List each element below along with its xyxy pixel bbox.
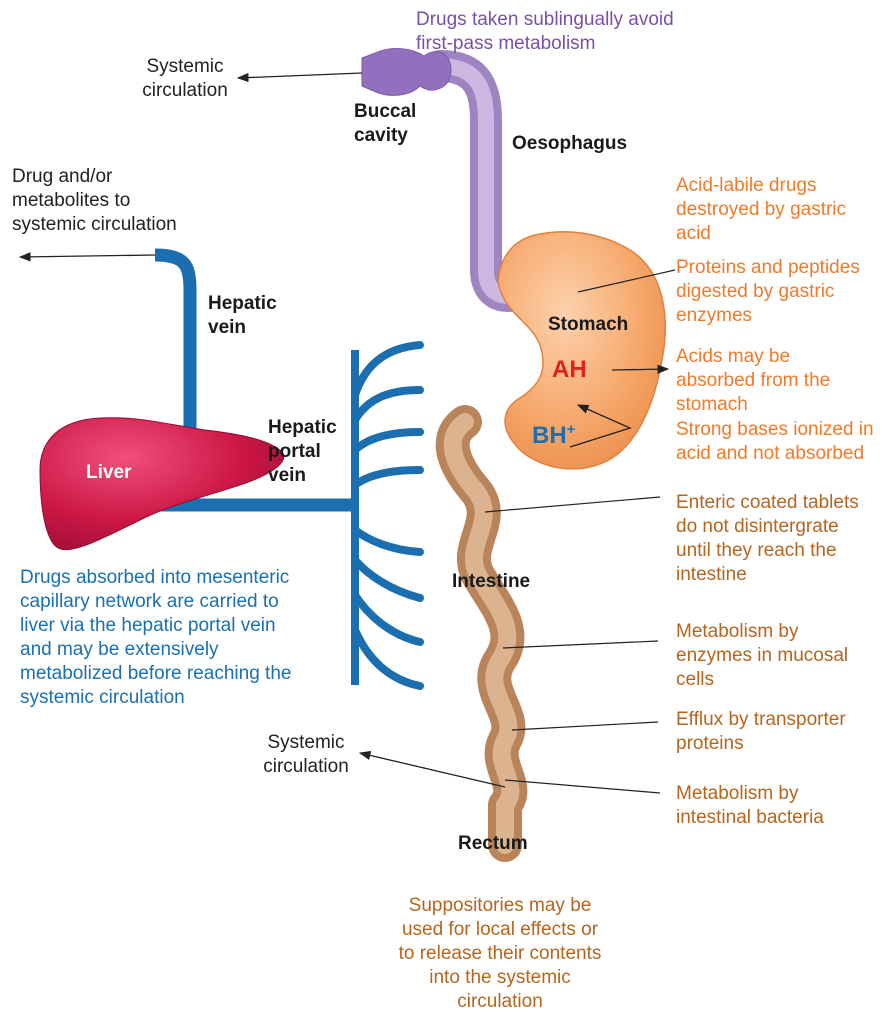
mucosal-line3: cells	[676, 668, 848, 692]
hepatic-vein-label: Hepatic vein	[208, 292, 277, 340]
enteric-line4: intestine	[676, 563, 859, 587]
stomach-label: Stomach	[548, 313, 628, 337]
buccal-label-line2: cavity	[354, 124, 416, 148]
mesenteric-note: Drugs absorbed into mesenteric capillary…	[20, 566, 291, 710]
systemic-top-line1: Systemic	[136, 55, 234, 79]
acid-labile-line3: acid	[676, 222, 846, 246]
bases-line1: Strong bases ionized in	[676, 418, 874, 442]
proteins-line1: Proteins and peptides	[676, 256, 860, 280]
acids-line3: stomach	[676, 393, 830, 417]
sublingual-line1: Drugs taken sublingually avoid	[416, 8, 674, 32]
mesenteric-capillaries	[355, 345, 420, 686]
acid-labile-note: Acid-labile drugs destroyed by gastric a…	[676, 174, 846, 246]
systemic-circulation-top: Systemic circulation	[136, 55, 234, 103]
strong-bases-note: Strong bases ionized in acid and not abs…	[676, 418, 874, 466]
acid-labile-line2: destroyed by gastric	[676, 198, 846, 222]
efflux-line1: Efflux by transporter	[676, 708, 846, 732]
systemic-bottom-line1: Systemic	[250, 731, 362, 755]
bacteria-line2: intestinal bacteria	[676, 806, 824, 830]
hepatic-portal-line3: vein	[268, 464, 337, 488]
systemic-circulation-bottom: Systemic circulation	[250, 731, 362, 779]
systemic-top-line2: circulation	[136, 79, 234, 103]
mucosal-line1: Metabolism by	[676, 620, 848, 644]
oesophagus-label: Oesophagus	[512, 132, 627, 156]
enteric-line2: do not disintergrate	[676, 515, 859, 539]
efflux-note: Efflux by transporter proteins	[676, 708, 846, 756]
mesenteric-line3: liver via the hepatic portal vein	[20, 614, 291, 638]
suppositories-line1: Suppositories may be	[370, 894, 630, 918]
mesenteric-line5: metabolized before reaching the	[20, 662, 291, 686]
enteric-line1: Enteric coated tablets	[676, 491, 859, 515]
enteric-coated-note: Enteric coated tablets do not disintergr…	[676, 491, 859, 587]
hepatic-portal-vein-label: Hepatic portal vein	[268, 416, 337, 488]
buccal-cavity-label: Buccal cavity	[354, 100, 416, 148]
proteins-note: Proteins and peptides digested by gastri…	[676, 256, 860, 328]
suppositories-line4: into the systemic	[370, 966, 630, 990]
mucosal-metabolism-note: Metabolism by enzymes in mucosal cells	[676, 620, 848, 692]
suppositories-line2: used for local effects or	[370, 918, 630, 942]
acids-absorbed-note: Acids may be absorbed from the stomach	[676, 345, 830, 417]
arrow-buccal-systemic	[238, 73, 362, 78]
acid-ah-label: AH	[552, 358, 587, 382]
proteins-line3: enzymes	[676, 304, 860, 328]
liver-shape	[40, 418, 284, 550]
mesenteric-line6: systemic circulation	[20, 686, 291, 710]
bases-line2: acid and not absorbed	[676, 442, 874, 466]
bh-text: BH	[532, 422, 567, 449]
bacteria-note: Metabolism by intestinal bacteria	[676, 782, 824, 830]
suppositories-line5: circulation	[370, 990, 630, 1014]
acids-line2: absorbed from the	[676, 369, 830, 393]
mesenteric-line4: and may be extensively	[20, 638, 291, 662]
drug-metabolites-line1: Drug and/or	[12, 165, 177, 189]
enteric-line3: until they reach the	[676, 539, 859, 563]
hepatic-portal-line1: Hepatic	[268, 416, 337, 440]
hepatic-vein-line2: vein	[208, 316, 277, 340]
bacteria-line1: Metabolism by	[676, 782, 824, 806]
drug-metabolites-line2: metabolites to	[12, 189, 177, 213]
hepatic-vein-line1: Hepatic	[208, 292, 277, 316]
hepatic-vein	[155, 255, 190, 430]
drug-metabolites-note: Drug and/or metabolites to systemic circ…	[12, 165, 177, 237]
liver-label: Liver	[86, 461, 131, 485]
mesenteric-line2: capillary network are carried to	[20, 590, 291, 614]
sublingual-note: Drugs taken sublingually avoid first-pas…	[416, 8, 674, 56]
hepatic-portal-line2: portal	[268, 440, 337, 464]
stomach-shape	[498, 232, 665, 469]
base-bh-label: BH+	[532, 424, 575, 448]
suppositories-note: Suppositories may be used for local effe…	[370, 894, 630, 1014]
arrow-hepatic-systemic	[20, 255, 155, 257]
intestine-label: Intestine	[452, 570, 530, 594]
acids-line1: Acids may be	[676, 345, 830, 369]
mesenteric-line1: Drugs absorbed into mesenteric	[20, 566, 291, 590]
mucosal-line2: enzymes in mucosal	[676, 644, 848, 668]
bh-charge: +	[567, 421, 576, 438]
efflux-line2: proteins	[676, 732, 846, 756]
buccal-label-line1: Buccal	[354, 100, 416, 124]
arrow-rectum-systemic	[360, 753, 505, 787]
systemic-bottom-line2: circulation	[250, 755, 362, 779]
acid-labile-line1: Acid-labile drugs	[676, 174, 846, 198]
proteins-line2: digested by gastric	[676, 280, 860, 304]
rectum-label: Rectum	[458, 832, 528, 856]
suppositories-line3: to release their contents	[370, 942, 630, 966]
drug-metabolites-line3: systemic circulation	[12, 213, 177, 237]
sublingual-line2: first-pass metabolism	[416, 32, 674, 56]
